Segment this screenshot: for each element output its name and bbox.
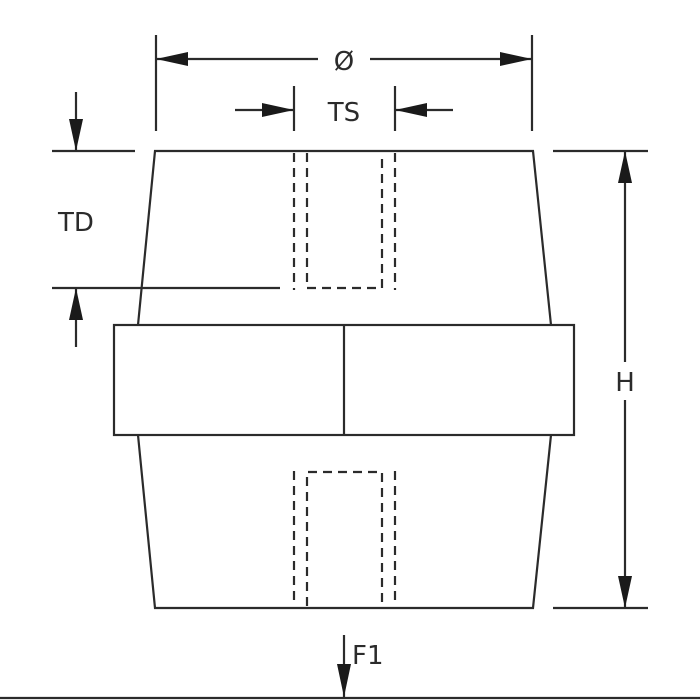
height-dimension: H bbox=[553, 149, 648, 610]
thread-depth-label: TD bbox=[57, 208, 94, 238]
diameter-label: Ø bbox=[334, 47, 354, 77]
bottom-thread-hidden bbox=[292, 470, 397, 606]
thread-depth-dimension: TD bbox=[52, 92, 280, 347]
top-thread-hidden bbox=[292, 153, 397, 290]
diameter-dimension: Ø bbox=[154, 35, 534, 131]
insulator-body bbox=[112, 149, 576, 610]
height-label: H bbox=[615, 368, 635, 398]
force-label: F1 bbox=[352, 641, 384, 671]
thread-size-dimension: TS bbox=[235, 86, 453, 131]
force-indicator: F1 bbox=[0, 635, 700, 700]
thread-size-label: TS bbox=[327, 98, 360, 128]
